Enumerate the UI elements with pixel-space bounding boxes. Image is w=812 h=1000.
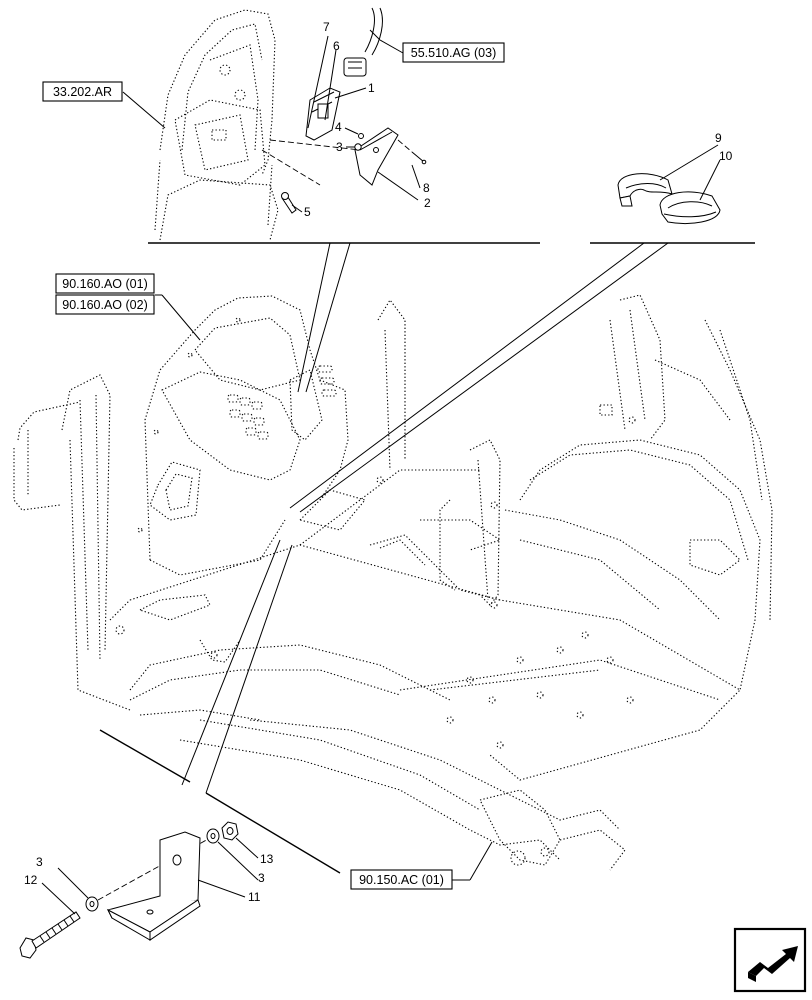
inset-bracket-hardware: [19, 821, 239, 959]
ref-label-text: 90.150.AC (01): [359, 873, 444, 887]
ref-label-90-160-ao-02[interactable]: 90.160.AO (02): [55, 294, 155, 315]
ref-label-text: 90.160.AO (01): [62, 277, 147, 291]
callout-9[interactable]: 9: [715, 131, 722, 145]
callout-6[interactable]: 6: [333, 39, 340, 53]
callout-8[interactable]: 8: [423, 181, 430, 195]
callout-2[interactable]: 2: [424, 196, 431, 210]
ref-label-33-202-ar[interactable]: 33.202.AR: [42, 81, 123, 102]
ref-label-55-510-ag-03[interactable]: 55.510.AG (03): [402, 42, 505, 63]
inset-grommets: [617, 173, 721, 224]
callout-5[interactable]: 5: [304, 205, 311, 219]
callout-3-left[interactable]: 3: [36, 855, 43, 869]
inset-console-module: [154, 7, 427, 241]
ref-label-90-150-ac-01[interactable]: 90.150.AC (01): [350, 869, 453, 890]
ref-label-text: 33.202.AR: [53, 85, 112, 99]
callout-3-top[interactable]: 3: [336, 140, 343, 154]
callout-12[interactable]: 12: [24, 873, 38, 887]
next-page-arrow-icon[interactable]: [733, 927, 807, 993]
ref-label-text: 90.160.AO (02): [62, 298, 147, 312]
ref-label-text: 55.510.AG (03): [411, 46, 496, 60]
separator-bottom-left: [99, 729, 191, 783]
callout-13[interactable]: 13: [260, 852, 274, 866]
callout-1[interactable]: 1: [368, 81, 375, 95]
ref-label-90-160-ao-01[interactable]: 90.160.AO (01): [55, 273, 155, 294]
inset-leaders: [181, 242, 669, 794]
callout-3-right[interactable]: 3: [258, 871, 265, 885]
callout-4[interactable]: 4: [335, 120, 342, 134]
callout-10[interactable]: 10: [719, 149, 733, 163]
callout-11[interactable]: 11: [248, 890, 261, 904]
separator-bottom-right: [205, 792, 341, 874]
callout-leaders: [41, 29, 721, 915]
callout-7[interactable]: 7: [323, 20, 330, 34]
main-cab-floor: [13, 294, 773, 871]
